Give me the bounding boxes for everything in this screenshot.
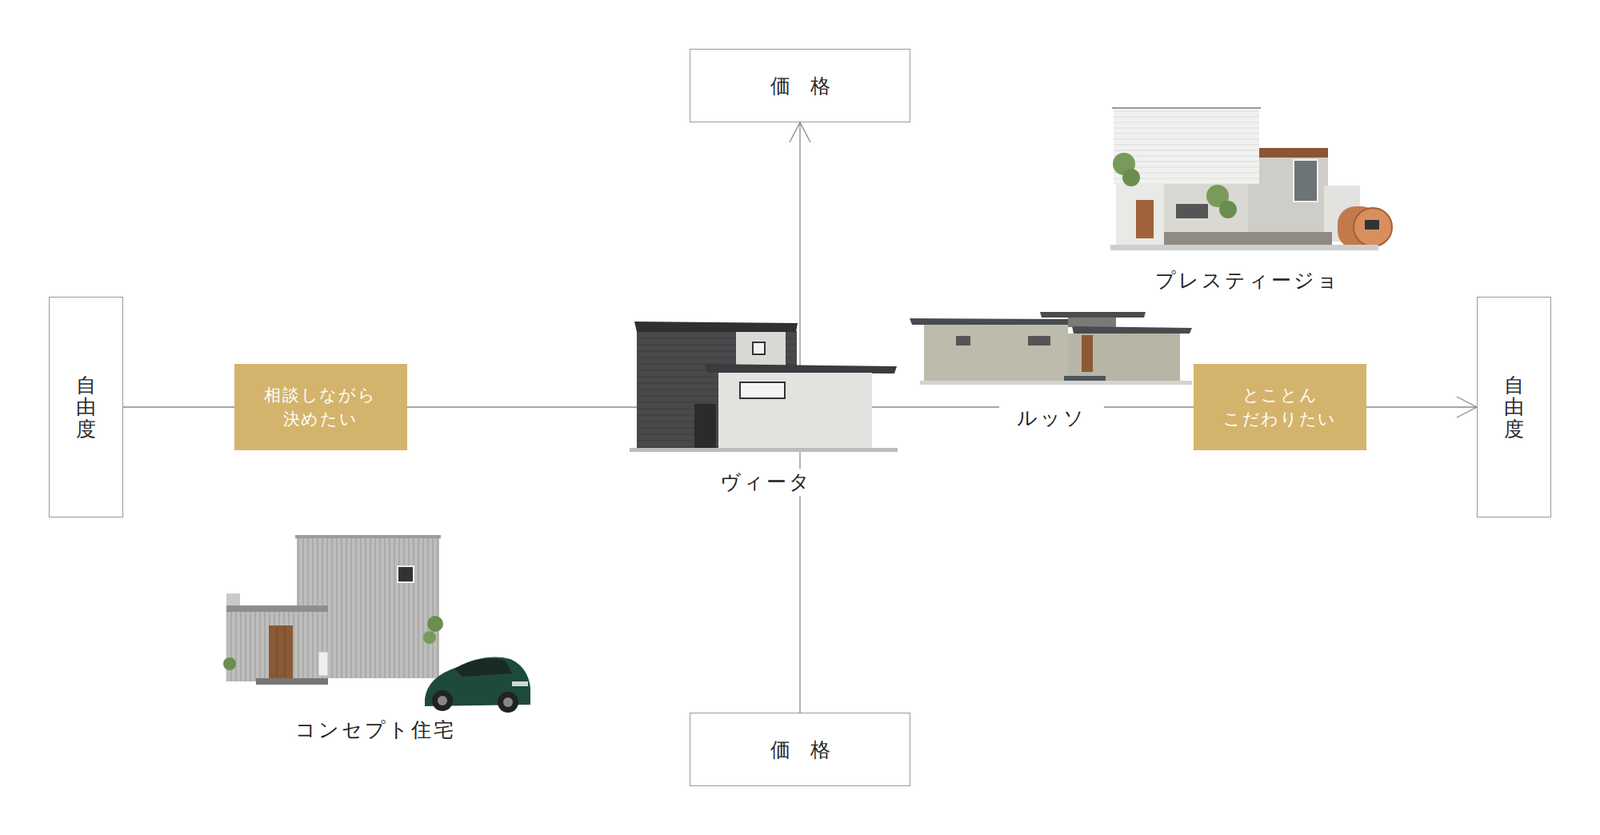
node-text: 相談しながら 決めたい [246, 383, 395, 432]
concept-house-part [226, 605, 328, 612]
russo-house-part [1068, 333, 1180, 382]
russo-house-part [1081, 335, 1093, 372]
prestigio-house-part [1164, 184, 1248, 240]
concept-house-part [423, 631, 436, 644]
arrow-head [1456, 396, 1477, 418]
node-text: とことん こだわりたい [1206, 383, 1355, 432]
house-name: ヴィータ [702, 468, 830, 496]
prestigio-house-part [1248, 148, 1328, 244]
prestigio-house-part [1122, 168, 1140, 187]
concept-house-part [256, 678, 328, 685]
concept-house-part [427, 616, 444, 632]
concept-house-part [284, 627, 286, 677]
vita-house-part [752, 342, 765, 355]
concept-house-part [503, 697, 513, 708]
arrow-head [789, 122, 811, 143]
house-name: プレスティージョ [1155, 268, 1340, 293]
node-text: 自由度 [76, 374, 96, 441]
axis-end-box: 価 格 [689, 48, 911, 123]
concept-house-part [497, 692, 519, 713]
vita-house-part [704, 364, 897, 374]
node-text: 価 格 [770, 736, 831, 764]
preference-tag: とことん こだわりたい [1193, 364, 1367, 451]
russo-house-part [956, 336, 971, 346]
concept-house-part [454, 659, 512, 677]
prestigio-house-part [1112, 107, 1261, 109]
axis-end-box: 価 格 [689, 712, 911, 787]
concept-house-part [512, 681, 528, 687]
concept-house-part [276, 627, 278, 677]
preference-tag: 相談しながら 決めたい [234, 364, 408, 451]
axis-end-box: 自由度 [1476, 296, 1552, 518]
russo-house-part [909, 318, 1077, 325]
concept-house [223, 535, 531, 713]
concept-house-part [295, 535, 441, 539]
prestigio-house-part [1353, 208, 1392, 247]
concept-house-part [226, 608, 327, 682]
prestigio-house-part [1136, 200, 1154, 239]
prestigio-house-part [1293, 160, 1318, 202]
russo-house-part [924, 324, 1068, 383]
russo-house-part [1040, 312, 1146, 318]
concept-house-part [432, 690, 453, 712]
vita-house-part [634, 321, 798, 332]
prestigio-house-part [1248, 148, 1328, 158]
prestigio-house-part [1219, 200, 1237, 219]
russo-house-part [1028, 336, 1051, 346]
concept-house-part [437, 696, 448, 706]
house-name: ルッソ [999, 404, 1104, 432]
concept-house-part [318, 652, 328, 676]
vita-house-part [694, 404, 716, 448]
prestigio-house-part [1364, 220, 1380, 230]
vita-house-part [718, 372, 872, 452]
prestigio-house [1110, 108, 1392, 251]
concept-house-part [268, 625, 293, 679]
axis-end-box: 自由度 [48, 296, 124, 518]
concept-house-part [397, 566, 414, 583]
concept-house-part [223, 657, 236, 671]
russo-house-part [920, 380, 1192, 385]
prestigio-house-part [1116, 184, 1164, 248]
russo-house-part [1068, 317, 1116, 328]
vita-house-part [736, 332, 786, 369]
node-text: 自由度 [1504, 374, 1524, 441]
vita-house [629, 321, 898, 452]
node-text: 価 格 [770, 72, 831, 100]
prestigio-house-part [1110, 244, 1379, 251]
russo-house [909, 312, 1192, 385]
vita-house-part [740, 382, 785, 399]
russo-house-part [1072, 326, 1192, 334]
vita-house-part [629, 448, 898, 452]
house-name: コンセプト住宅 [295, 718, 456, 743]
prestigio-house-part [1176, 204, 1208, 219]
